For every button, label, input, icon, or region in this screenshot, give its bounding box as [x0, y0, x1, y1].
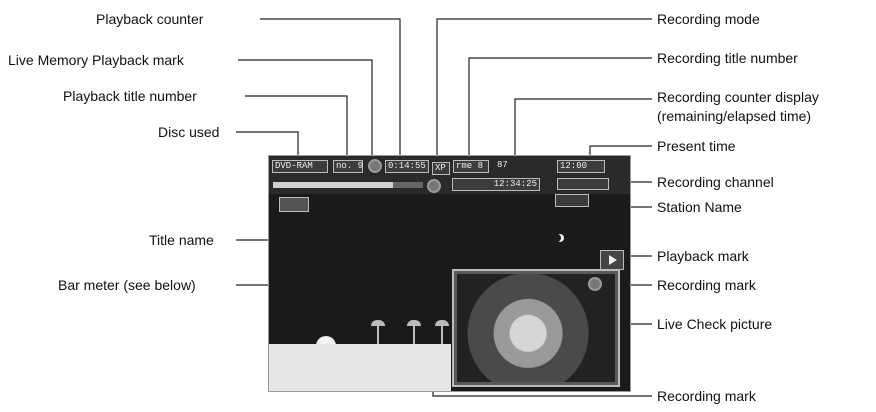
osd-playback-title-number: no. 9	[333, 160, 363, 173]
osd-recording-channel	[557, 178, 609, 190]
label-live-memory-playback-mark: Live Memory Playback mark	[8, 52, 184, 68]
label-recording-channel: Recording channel	[657, 174, 774, 190]
label-recording-mode: Recording mode	[657, 11, 760, 27]
palm-tree-icon	[435, 320, 449, 344]
pip-recording-mark-icon	[588, 277, 602, 291]
osd-disc-used: DVD-RAM	[272, 160, 328, 173]
recording-mark-icon	[427, 179, 441, 193]
label-station-name: Station Name	[657, 199, 742, 215]
playback-mark-icon	[600, 250, 624, 270]
palm-tree-icon	[407, 320, 421, 344]
label-present-time: Present time	[657, 138, 736, 154]
live-memory-playback-mark-icon	[368, 159, 382, 173]
label-recording-counter-display: Recording counter display	[657, 89, 819, 105]
landscape-ground	[269, 344, 451, 391]
bar-meter-fill	[273, 182, 393, 188]
label-title-name: Title name	[149, 232, 214, 248]
label-bar-meter: Bar meter (see below)	[58, 277, 196, 293]
osd-recording-counter: 12:34:25	[452, 178, 540, 191]
osd-remain: 87	[497, 160, 508, 170]
label-playback-title-number: Playback title number	[63, 88, 197, 104]
tv-screen: DVD-RAM no. 9 0:14:55 XP rme 8 87 12:34:…	[268, 155, 631, 392]
koala-picture	[457, 274, 615, 382]
osd-recording-title-number: rme 8	[453, 160, 489, 173]
label-recording-title-number: Recording title number	[657, 50, 798, 66]
osd-station-name	[555, 194, 589, 207]
bar-meter	[273, 182, 423, 188]
label-disc-used: Disc used	[158, 124, 220, 140]
label-recording-mark-bottom: Recording mark	[657, 388, 756, 404]
label-recording-mark: Recording mark	[657, 277, 756, 293]
moon-icon	[553, 234, 561, 242]
label-live-check-picture: Live Check picture	[657, 316, 773, 332]
osd-title-name	[279, 197, 309, 212]
live-check-picture	[452, 269, 620, 387]
palm-tree-icon	[371, 320, 385, 344]
label-playback-mark: Playback mark	[657, 248, 749, 264]
osd-recording-mode: XP	[432, 162, 450, 175]
osd-playback-counter: 0:14:55	[385, 160, 429, 173]
osd-status-bar: DVD-RAM no. 9 0:14:55 XP rme 8 87 12:34:…	[269, 156, 630, 194]
label-playback-counter: Playback counter	[96, 11, 204, 27]
label-recording-counter-display-sub: (remaining/elapsed time)	[657, 108, 812, 124]
osd-present-time: 12:00	[557, 160, 605, 173]
